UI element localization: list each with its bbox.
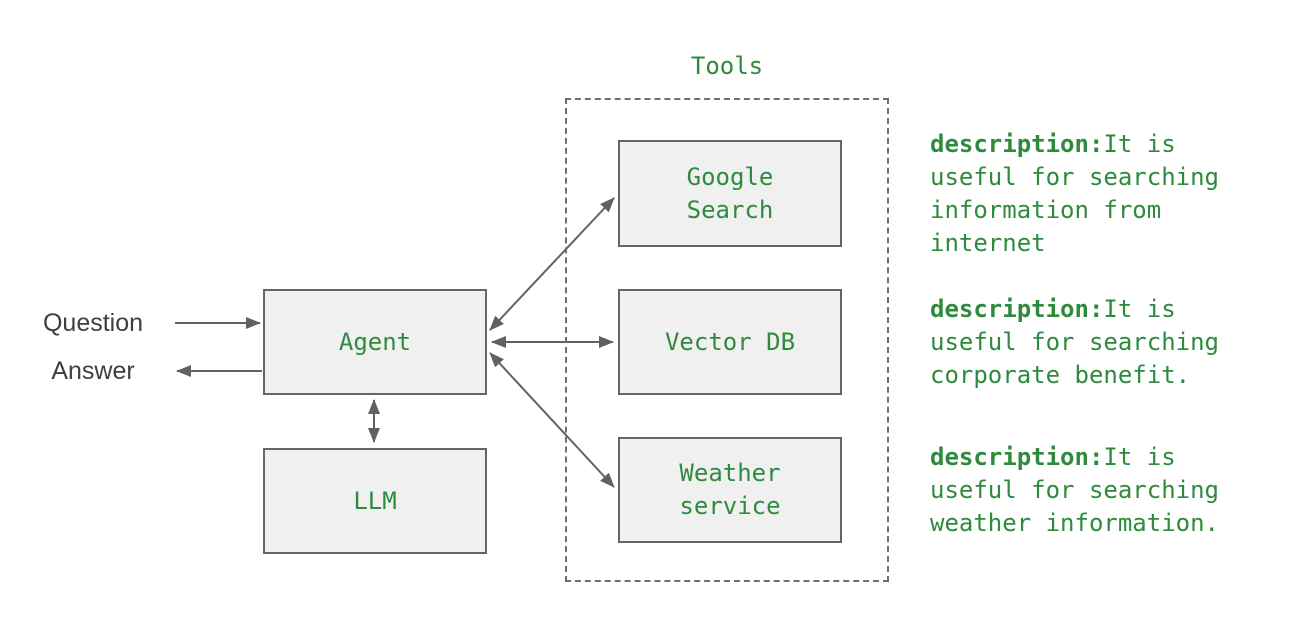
tool-node-vector-db: Vector DB: [618, 289, 842, 395]
tool-node-google-search: Google Search: [618, 140, 842, 247]
description-text: It is useful for searching corporate ben…: [930, 295, 1219, 389]
weather-service-label: Weather service: [679, 459, 781, 520]
llm-node: LLM: [263, 448, 487, 554]
vector-db-description: description:It is useful for searching c…: [930, 293, 1230, 392]
description-key: description:: [930, 295, 1104, 323]
weather-service-description: description:It is useful for searching w…: [930, 441, 1230, 540]
agent-node: Agent: [263, 289, 487, 395]
description-key: description:: [930, 130, 1104, 158]
agent-node-label: Agent: [338, 327, 412, 356]
description-text: It is useful for searching information f…: [930, 130, 1219, 257]
tools-group-frame: [565, 98, 889, 582]
tool-node-weather-service: Weather service: [618, 437, 842, 543]
llm-node-label: LLM: [353, 486, 397, 515]
google-search-description: description:It is useful for searching i…: [930, 128, 1230, 260]
question-label: Question: [42, 309, 144, 337]
vector-db-label: Vector DB: [664, 327, 796, 356]
description-key: description:: [930, 443, 1104, 471]
description-text: It is useful for searching weather infor…: [930, 443, 1219, 537]
google-search-label: Google Search: [686, 162, 774, 224]
answer-label: Answer: [51, 357, 135, 385]
tools-group-title: Tools: [690, 52, 764, 80]
